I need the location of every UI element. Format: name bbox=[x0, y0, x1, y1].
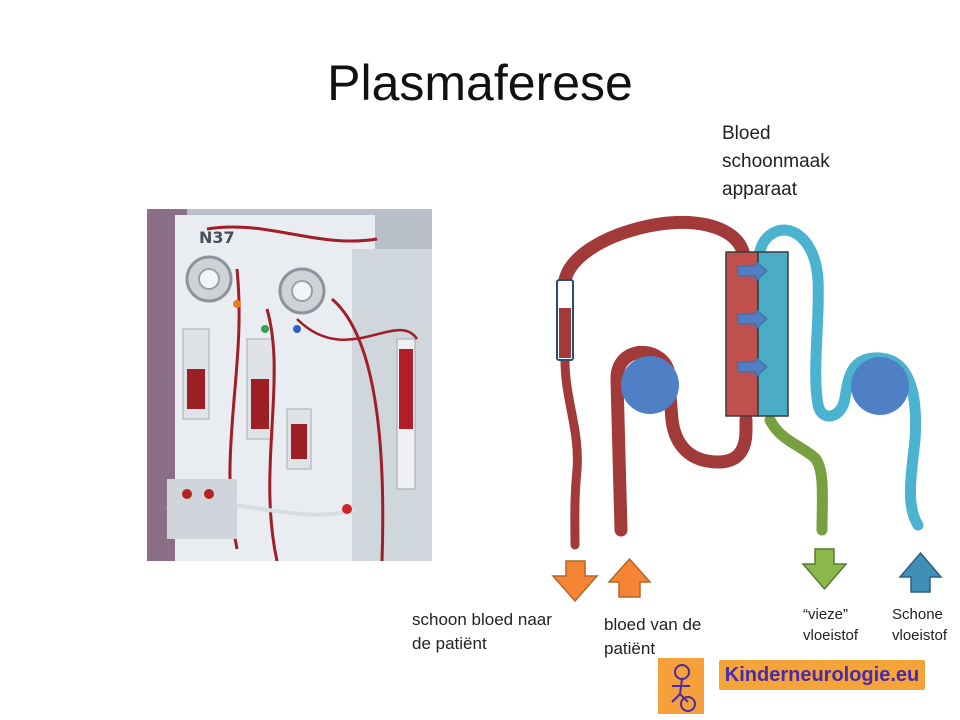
filter-arrows bbox=[737, 259, 768, 379]
logo-badge: Kinderneurologie.eu bbox=[719, 660, 925, 690]
label-blood-from-patient: bloed van de patiënt bbox=[604, 615, 702, 658]
svg-text:N37: N37 bbox=[199, 228, 235, 247]
blood-pump bbox=[621, 356, 679, 414]
dirty-fluid-tube bbox=[764, 414, 828, 536]
device-fluid-side bbox=[757, 251, 789, 417]
device-label: Bloed schoonmaak apparaat bbox=[722, 123, 830, 200]
slide-title: Plasmaferese bbox=[327, 55, 633, 111]
logo-text: Kinderneurologie.eu bbox=[724, 664, 920, 686]
blood-tube-return bbox=[558, 215, 750, 287]
arrow-down-dirty-fluid bbox=[801, 548, 848, 591]
blood-tube-from-patient bbox=[610, 345, 753, 537]
blood-tube-to-patient bbox=[560, 355, 582, 550]
plasmapheresis-machine-photo: N37 bbox=[147, 209, 432, 561]
label-clean-blood-to-patient: schoon bloed naar de patiënt bbox=[412, 610, 552, 653]
logo: Kinderneurologie.eu bbox=[658, 658, 928, 714]
device-blood-side bbox=[725, 251, 759, 417]
child-figure-icon bbox=[658, 658, 704, 714]
label-clean-fluid: Schone vloeistof bbox=[892, 606, 948, 644]
arrow-up-clean-fluid bbox=[898, 551, 943, 593]
clean-fluid-tube bbox=[753, 224, 924, 531]
arrow-up-blood-from-patient bbox=[607, 557, 652, 598]
fluid-pump bbox=[851, 357, 909, 415]
label-dirty-fluid: “vieze” vloeistof bbox=[803, 606, 859, 644]
arrow-down-clean-blood bbox=[551, 560, 599, 603]
